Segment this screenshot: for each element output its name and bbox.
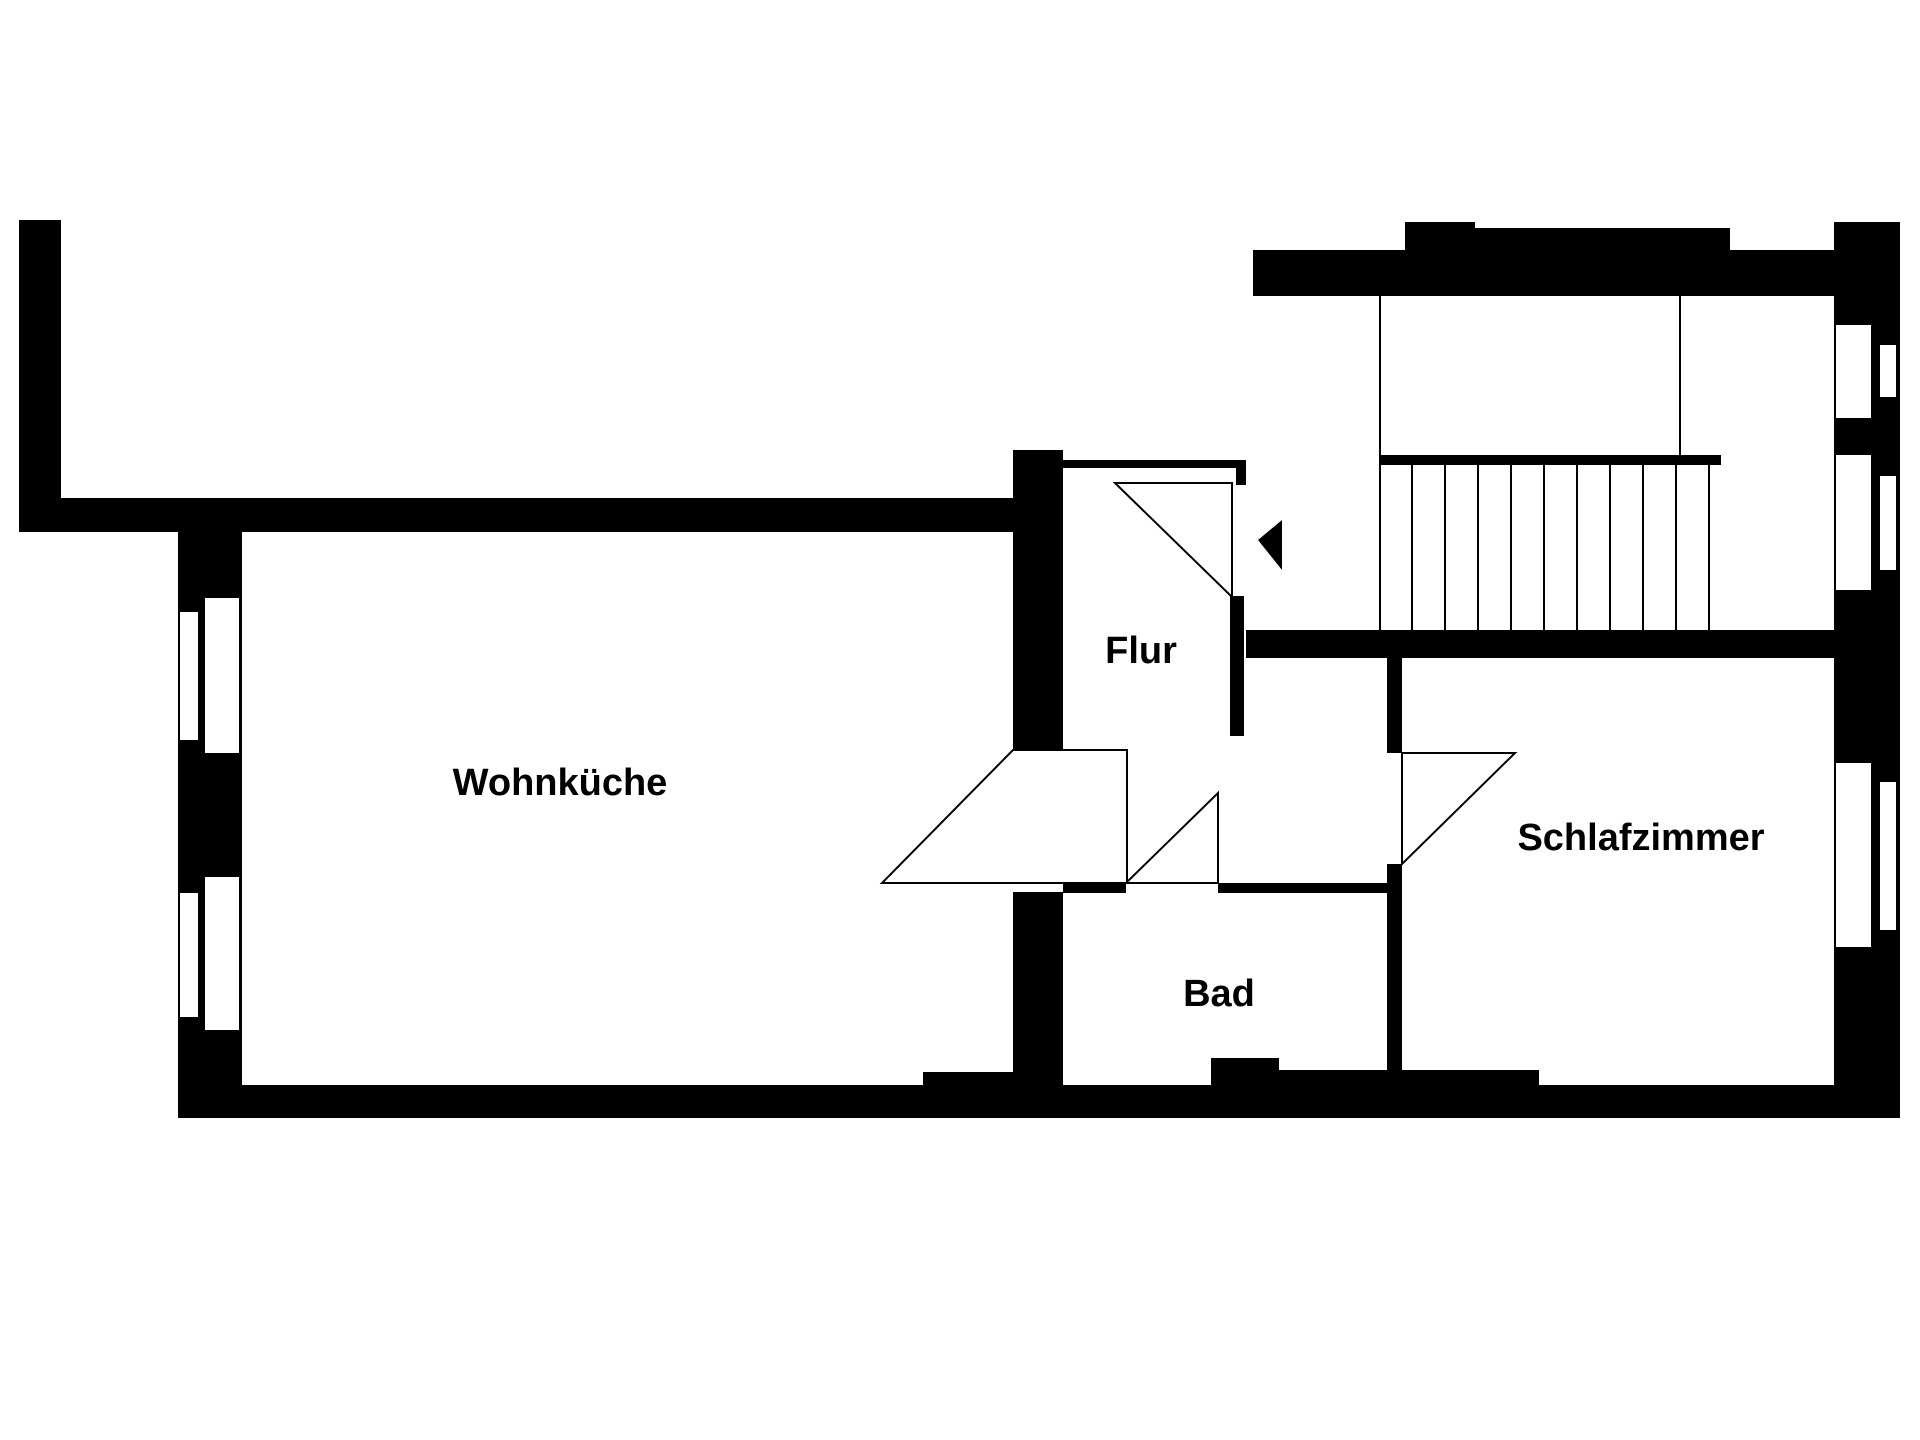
room-label-wohnkueche: Wohnküche <box>453 762 668 804</box>
wall-flur-top-end <box>1236 460 1246 485</box>
wall-schlafzimmer-left-lower <box>1387 864 1402 1088</box>
wall-flur-right <box>1230 596 1244 736</box>
door-schlafzimmer <box>1401 752 1518 867</box>
wall-flur-top <box>1063 460 1243 468</box>
wall-stair-top <box>1253 250 1834 296</box>
window-stair-upper <box>1836 325 1896 418</box>
door-bad <box>1123 790 1219 884</box>
wall-bad-top-right <box>1218 883 1387 893</box>
wall-flur-left-upper <box>1013 450 1063 750</box>
wall-bad-top-left <box>1063 883 1126 893</box>
windows <box>180 325 1896 1030</box>
stair-landing <box>1380 455 1721 465</box>
window-schlafzimmer <box>1836 763 1896 947</box>
wall-top-left-post <box>19 220 61 532</box>
exterior-walls <box>19 220 1900 1118</box>
wall-stair-top-bump-2 <box>1475 228 1730 252</box>
window-wohnkueche-upper <box>180 598 239 753</box>
wall-bottom-chunk-2 <box>1211 1058 1279 1086</box>
wall-bottom-chunk-1 <box>923 1072 1013 1086</box>
wall-bottom-chunk-3 <box>1279 1070 1539 1086</box>
room-label-schlafzimmer: Schlafzimmer <box>1517 817 1764 859</box>
entrance-arrow-icon <box>1258 520 1282 570</box>
wall-stair-bottom <box>1246 630 1834 658</box>
wall-wohnkueche-top <box>19 498 1063 532</box>
wall-bad-left <box>1013 892 1063 1092</box>
door-entrance <box>1112 482 1233 600</box>
room-label-flur: Flur <box>1105 630 1177 672</box>
door-wohnkueche <box>879 749 1128 884</box>
wall-schlafzimmer-left-upper <box>1387 655 1402 753</box>
window-stair-lower <box>1836 455 1896 590</box>
wall-stair-top-bump-1 <box>1405 222 1475 252</box>
doors <box>879 482 1518 884</box>
interior-walls <box>923 450 1539 1092</box>
staircase-icon <box>1379 296 1721 630</box>
stair-steps <box>1379 465 1710 630</box>
room-label-bad: Bad <box>1183 973 1255 1015</box>
window-wohnkueche-lower <box>180 877 239 1030</box>
